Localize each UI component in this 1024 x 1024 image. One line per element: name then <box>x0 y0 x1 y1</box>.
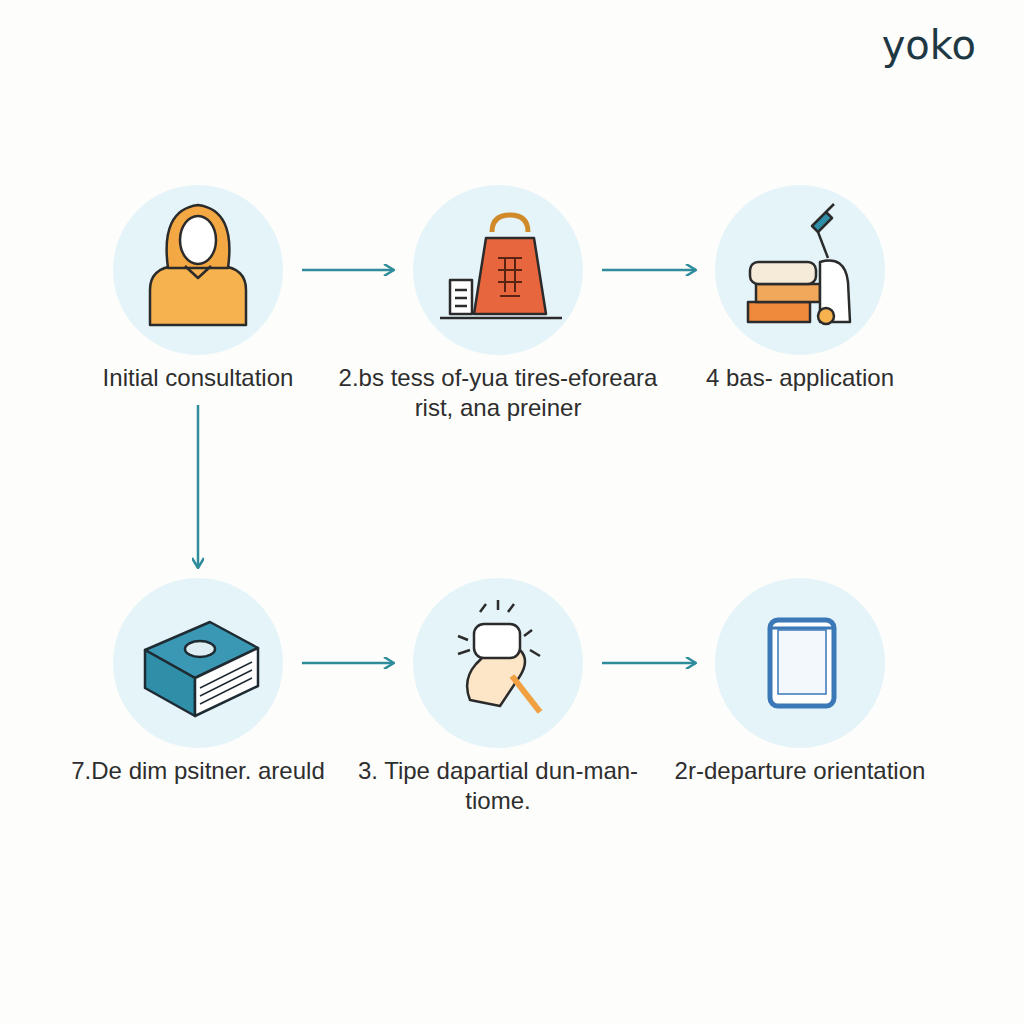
flow-arrow <box>302 269 394 272</box>
flow-arrow <box>302 662 394 665</box>
hand-icon <box>458 600 540 712</box>
books-icon <box>748 204 850 324</box>
step-node: 2.bs tess of-yua tires-eforeara rist, an… <box>398 185 598 423</box>
step-node: 2r-departure orientation <box>700 578 900 786</box>
step-label: 3. Tipe dapartial dun-man-tiome. <box>338 756 658 816</box>
step-node: 3. Tipe dapartial dun-man-tiome. <box>398 578 598 816</box>
step-label: 4 bas- application <box>640 363 960 393</box>
bag-icon <box>440 215 562 318</box>
step-node: 4 bas- application <box>700 185 900 393</box>
brand-logo: yoko <box>882 22 976 68</box>
icon-circles <box>113 185 885 748</box>
step-node: 7.De dim psitner. areuld <box>98 578 298 786</box>
step-node: Initial consultation <box>98 185 298 393</box>
step-label: Initial consultation <box>38 363 358 393</box>
step-label: 2.bs tess of-yua tires-eforeara rist, an… <box>338 363 658 423</box>
step-label: 7.De dim psitner. areuld <box>38 756 358 786</box>
tablet-icon <box>770 620 834 706</box>
book-icon <box>145 622 258 716</box>
step-label: 2r-departure orientation <box>640 756 960 786</box>
flow-arrow <box>197 405 200 568</box>
flow-arrow <box>602 662 696 665</box>
person-icon <box>150 205 246 325</box>
flow-arrow <box>602 269 696 272</box>
